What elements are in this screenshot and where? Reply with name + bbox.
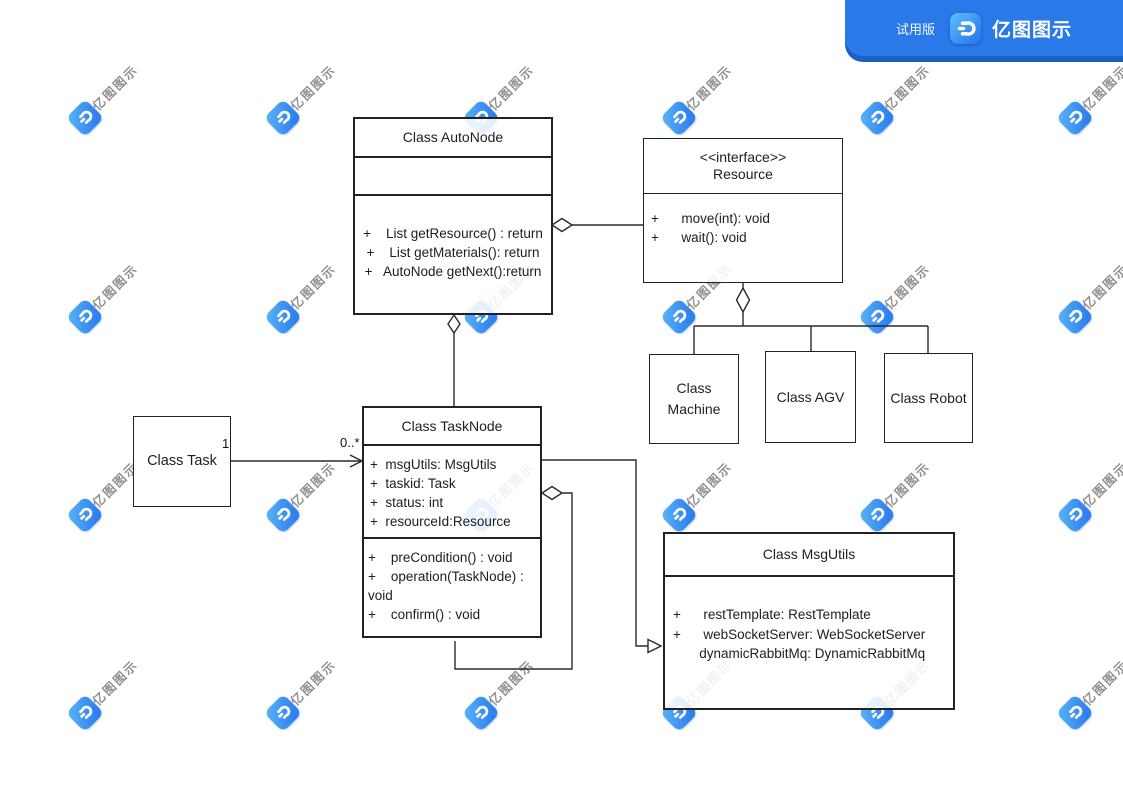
agv-title: Class AGV: [776, 388, 845, 405]
resource-method: + move(int): void: [651, 211, 770, 226]
watermark-text: 亿图图示: [882, 62, 934, 114]
watermark-logo-icon: [65, 98, 105, 138]
class-box-msgutils[interactable]: Class MsgUtils + restTemplate: RestTempl…: [663, 532, 955, 710]
connector-resource-implementations[interactable]: [693, 283, 929, 354]
watermark-text: 亿图图示: [90, 657, 142, 709]
watermark-logo-icon: [857, 297, 897, 337]
watermark-text: 亿图图示: [1080, 62, 1123, 114]
watermark-logo-icon: [1055, 495, 1095, 535]
resource-stereotype: <<interface>>: [699, 149, 787, 165]
resource-method: + wait(): void: [651, 230, 747, 245]
watermark-logo-icon: [263, 297, 303, 337]
connector-task-tasknode[interactable]: [231, 454, 364, 468]
tasknode-method: + operation(TaskNode) :: [368, 569, 524, 584]
watermark-text: 亿图图示: [1080, 657, 1123, 709]
watermark-text: 亿图图示: [288, 261, 340, 313]
tasknode-attribute: + status: int: [370, 495, 444, 510]
trial-banner: 试用版 亿图图示: [845, 0, 1123, 62]
watermark-logo-icon: [1055, 693, 1095, 733]
interface-box-resource[interactable]: <<interface>> Resource + move(int): void…: [643, 138, 843, 283]
watermark-text: 亿图图示: [486, 62, 538, 114]
watermark-logo-icon: [461, 693, 501, 733]
watermark-logo-icon: [263, 495, 303, 535]
connector-tasknode-msgutils[interactable]: [542, 459, 663, 654]
aggregation-diamond-icon: [550, 217, 574, 233]
watermark-text: 亿图图示: [684, 459, 736, 511]
connector-autonode-tasknode[interactable]: [447, 313, 461, 406]
watermark-logo-icon: [65, 495, 105, 535]
msgutils-attribute: + webSocketServer: WebSocketServer: [673, 626, 926, 642]
aggregation-diamond-icon: [447, 313, 461, 335]
resource-name: Resource: [713, 166, 773, 182]
class-box-autonode[interactable]: Class AutoNode + List getResource() : re…: [353, 117, 553, 315]
msgutils-attribute: + restTemplate: RestTemplate: [673, 607, 871, 622]
watermark-logo-icon: [659, 98, 699, 138]
watermark-text: 亿图图示: [684, 62, 736, 114]
aggregation-diamond-icon: [735, 286, 751, 314]
edraw-logo-icon[interactable]: [950, 12, 981, 44]
watermark-logo-icon: [65, 693, 105, 733]
watermark-logo-icon: [263, 98, 303, 138]
watermark-text: 亿图图示: [288, 459, 340, 511]
watermark-text: 亿图图示: [882, 261, 934, 313]
tasknode-attribute: + resourceId:Resource: [370, 514, 511, 529]
msgutils-attribute: dynamicRabbitMq: DynamicRabbitMq: [673, 646, 926, 661]
watermark-text: 亿图图示: [486, 657, 538, 709]
watermark-text: 亿图图示: [90, 62, 142, 114]
watermark-logo-icon: [1055, 297, 1095, 337]
class-box-agv[interactable]: Class AGV: [765, 351, 856, 443]
autonode-method: + List getMaterials(): return: [366, 245, 540, 260]
triangle-arrow-icon: [647, 638, 663, 654]
class-box-task[interactable]: Class Task: [133, 416, 231, 507]
watermark-text: 亿图图示: [288, 62, 340, 114]
tasknode-method: + confirm() : void: [368, 607, 481, 622]
brand-name: 亿图图示: [992, 19, 1073, 41]
watermark-text: 亿图图示: [90, 261, 142, 313]
tasknode-attribute: + msgUtils: MsgUtils: [370, 457, 497, 472]
watermark-logo-icon: [65, 297, 105, 337]
multiplicity-label-tasknode: 0..*: [340, 435, 360, 450]
aggregation-diamond-icon: [540, 485, 564, 501]
watermark-logo-icon: [659, 495, 699, 535]
autonode-method: + AutoNode getNext():return: [364, 264, 542, 279]
watermark-logo-icon: [659, 297, 699, 337]
task-title: Class Task: [147, 453, 217, 469]
class-box-robot[interactable]: Class Robot: [884, 353, 973, 443]
trial-version-label: 试用版: [895, 21, 935, 37]
watermark-logo-icon: [1055, 98, 1095, 138]
watermark-logo-icon: [263, 693, 303, 733]
autonode-attributes-empty: [355, 158, 551, 196]
watermark-text: 亿图图示: [882, 459, 934, 511]
robot-title: Class Robot: [890, 389, 967, 406]
watermark-logo-icon: [857, 495, 897, 535]
tasknode-method: void: [368, 588, 393, 603]
tasknode-method: + preCondition() : void: [368, 550, 513, 565]
watermark-text: 亿图图示: [288, 657, 340, 709]
class-box-machine[interactable]: Class Machine: [649, 354, 739, 444]
tasknode-attribute: + taskid: Task: [370, 476, 456, 491]
machine-title: Class Machine: [667, 380, 721, 417]
msgutils-title: Class MsgUtils: [665, 534, 953, 577]
autonode-title: Class AutoNode: [355, 119, 551, 158]
tasknode-title: Class TaskNode: [364, 408, 540, 446]
connector-autonode-resource[interactable]: [550, 217, 643, 233]
open-arrow-icon: [349, 454, 364, 468]
class-box-tasknode[interactable]: Class TaskNode + msgUtils: MsgUtils + ta…: [362, 406, 542, 638]
watermark-logo-icon: [857, 98, 897, 138]
watermark-text: 亿图图示: [1080, 459, 1123, 511]
watermark-text: 亿图图示: [1080, 261, 1123, 313]
multiplicity-label-task: 1: [222, 436, 230, 451]
autonode-method: + List getResource() : return: [363, 226, 543, 241]
